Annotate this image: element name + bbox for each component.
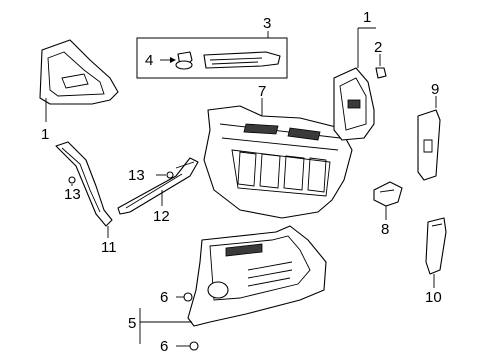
callout-4: 4 <box>145 52 153 69</box>
callout-9: 9 <box>431 81 439 98</box>
part-3-kit-box <box>136 31 288 79</box>
part-5-quarter-panel <box>139 225 327 344</box>
part-8-bracket <box>373 181 403 220</box>
callout-10: 10 <box>425 289 442 306</box>
callout-6-bottom: 6 <box>160 338 168 355</box>
callout-1-right: 1 <box>363 9 371 26</box>
callout-1-left: 1 <box>41 126 49 143</box>
part-1-left-panel <box>39 39 119 122</box>
callout-11: 11 <box>101 239 117 256</box>
callout-7: 7 <box>258 83 266 100</box>
part-10-pillar-trim <box>425 217 447 288</box>
part-6-screw-top <box>176 292 193 302</box>
part-4-fastener <box>160 51 193 70</box>
callout-6-top: 6 <box>160 289 168 306</box>
callout-13-mid: 13 <box>128 167 145 184</box>
part-6-screw-bottom <box>176 341 199 351</box>
part-12-sill-strip <box>117 157 199 215</box>
part-7-back-panel <box>203 98 353 219</box>
callout-12: 12 <box>153 208 170 225</box>
part-13-clip-left <box>68 176 76 186</box>
part-11-pillar-trim <box>55 141 113 238</box>
callout-3: 3 <box>263 15 271 32</box>
part-13-clip-mid <box>156 171 174 179</box>
callout-5: 5 <box>128 315 136 332</box>
part-2-clip <box>375 54 387 79</box>
part-9-pillar-cover <box>417 96 441 181</box>
callout-8: 8 <box>381 221 389 238</box>
callout-13-left: 13 <box>64 186 81 203</box>
callout-2: 2 <box>374 39 382 56</box>
part-3-rail <box>203 51 281 69</box>
part-1-right-panel <box>333 27 376 141</box>
